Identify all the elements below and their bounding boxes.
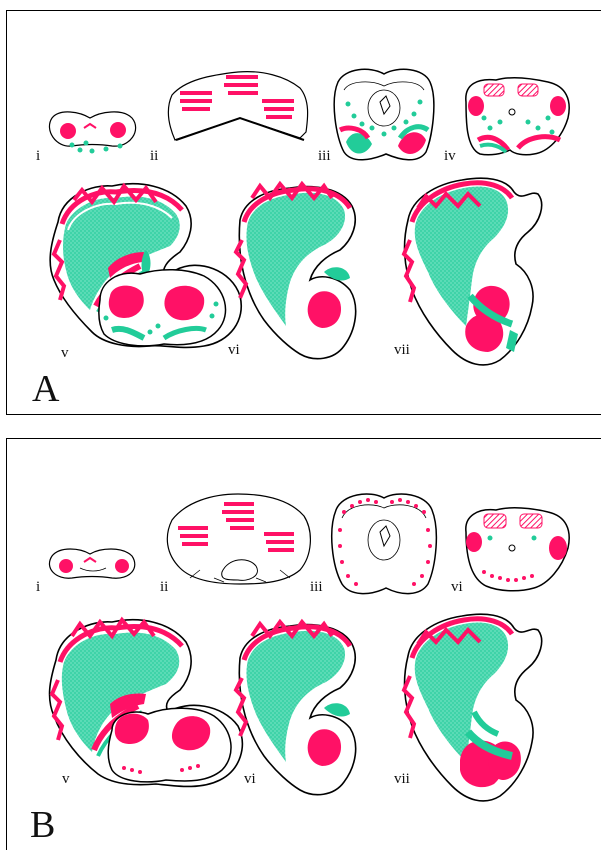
section-b-vii bbox=[404, 614, 542, 801]
panel-letter-b: B bbox=[30, 806, 55, 844]
label-b-i: i bbox=[36, 580, 40, 595]
label-a-iv: iv bbox=[444, 149, 456, 164]
section-b-ii bbox=[167, 494, 310, 584]
label-a-vi: vi bbox=[228, 343, 240, 358]
label-b-vii: vii bbox=[394, 772, 410, 787]
label-b-ii: ii bbox=[160, 580, 168, 595]
section-b-i bbox=[49, 549, 134, 578]
section-a-iii bbox=[334, 69, 434, 159]
label-a-vii: vii bbox=[394, 343, 410, 358]
label-b-v: v bbox=[62, 772, 70, 787]
section-b-v bbox=[50, 620, 243, 787]
section-b-vi bbox=[236, 622, 356, 795]
panel-b-sections bbox=[49, 494, 569, 801]
section-a-v bbox=[50, 184, 241, 348]
label-a-i: i bbox=[36, 149, 40, 164]
label-a-ii: ii bbox=[150, 149, 158, 164]
label-a-iii: iii bbox=[318, 149, 331, 164]
section-a-i bbox=[49, 112, 135, 154]
label-b-iv: vi bbox=[451, 580, 463, 595]
label-b-iii: iii bbox=[310, 580, 323, 595]
panel-a-sections bbox=[49, 69, 569, 365]
label-a-v: v bbox=[61, 346, 69, 361]
section-b-iv bbox=[466, 508, 569, 591]
section-a-ii bbox=[168, 72, 307, 140]
section-b-iii bbox=[332, 494, 437, 594]
section-a-iv bbox=[466, 78, 569, 155]
section-a-vi bbox=[236, 184, 356, 359]
label-b-vi: vi bbox=[244, 772, 256, 787]
section-a-vii bbox=[404, 178, 542, 365]
panel-letter-a: A bbox=[32, 370, 59, 408]
